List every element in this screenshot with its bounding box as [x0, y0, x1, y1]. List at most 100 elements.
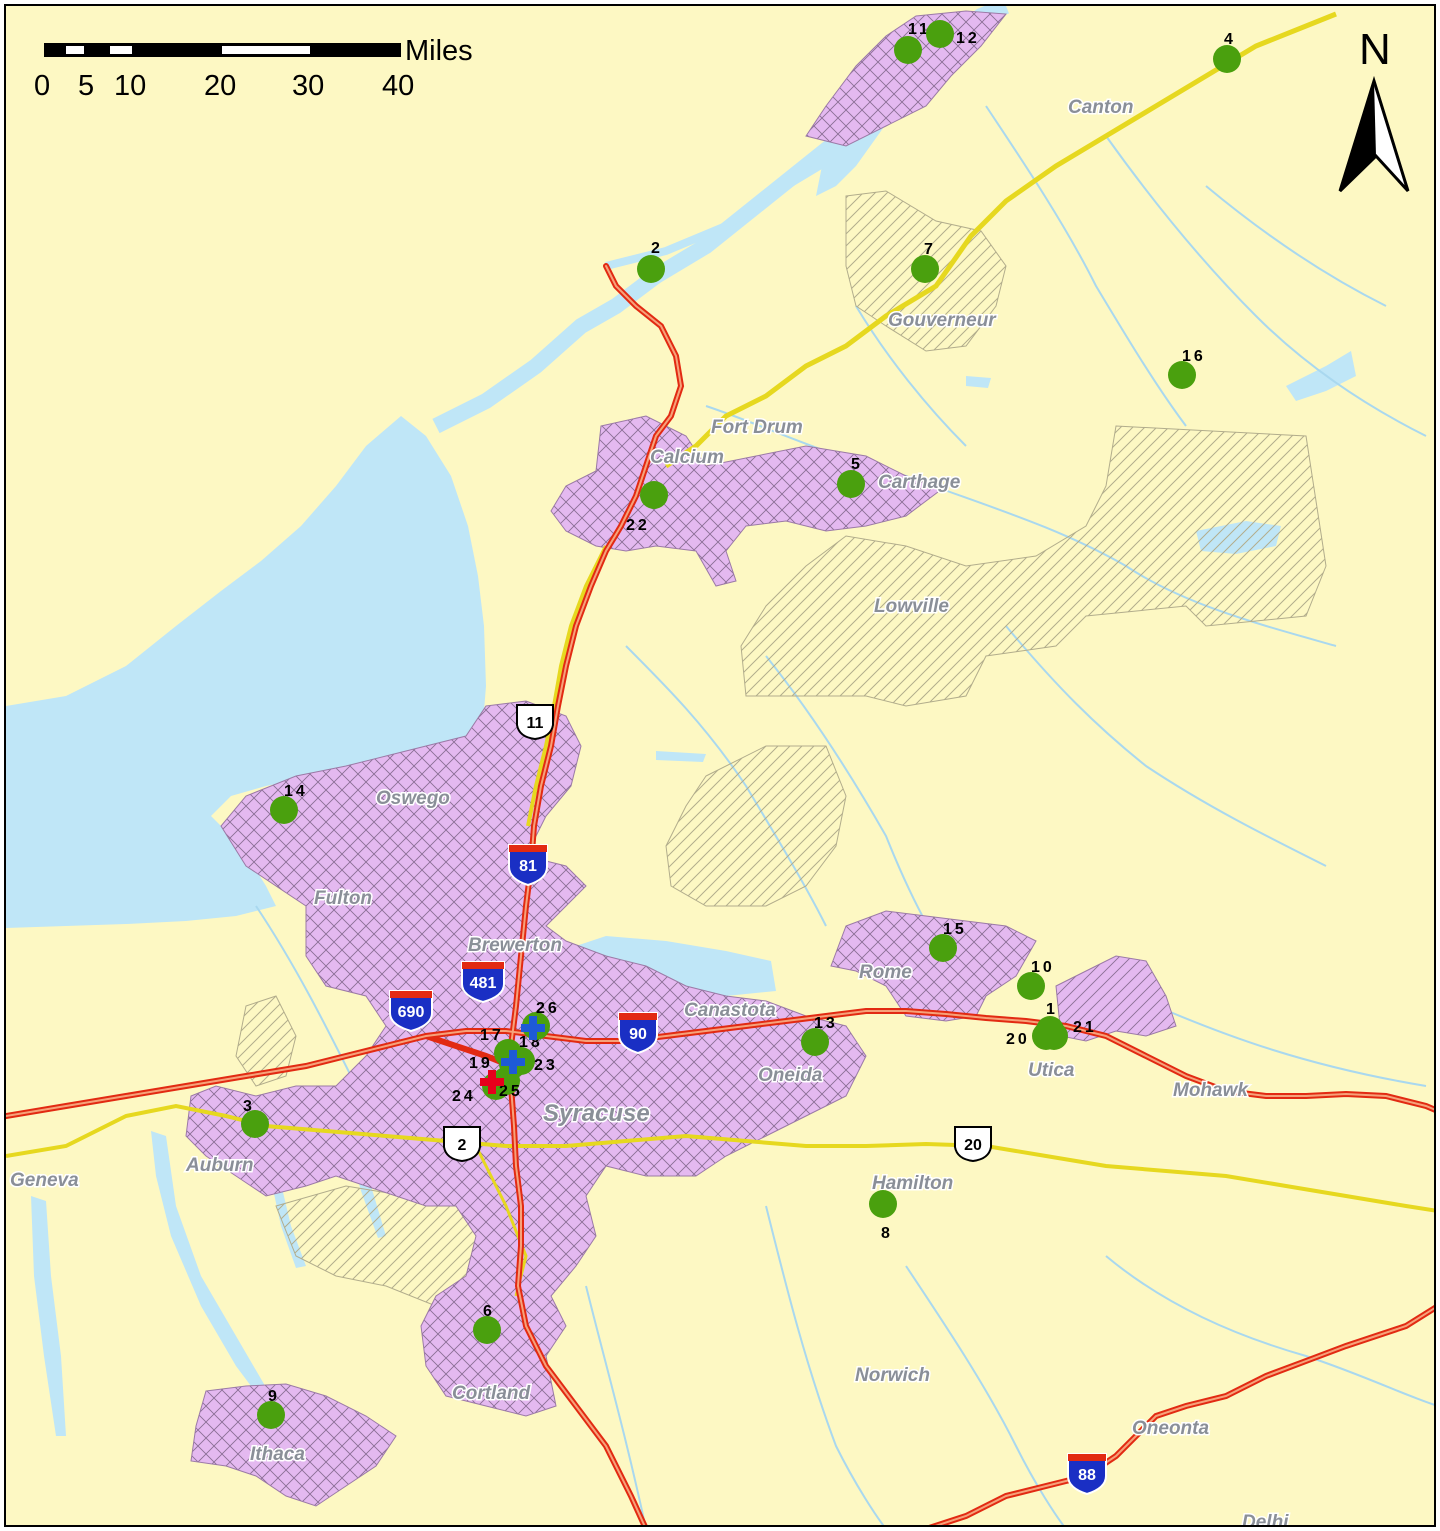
site-marker-4[interactable]: 4: [1213, 31, 1241, 73]
small-lake-2: [656, 751, 706, 762]
site-marker-2[interactable]: 2: [637, 240, 665, 283]
site-marker-9[interactable]: 9: [257, 1388, 285, 1429]
site-dot-icon: [640, 481, 668, 509]
site-dot-icon: [801, 1028, 829, 1056]
site-number-label: 7: [924, 241, 936, 258]
blue-cross-icon[interactable]: [501, 1050, 525, 1074]
site-dot-icon: [1017, 972, 1045, 1000]
shield-label: 88: [1078, 1467, 1096, 1484]
shield-label: 690: [398, 1004, 425, 1021]
lake-ontario: [6, 416, 486, 928]
site-dot-icon: [911, 255, 939, 283]
site-marker-5[interactable]: 5: [837, 456, 865, 498]
place-label-norwich: Norwich: [855, 1365, 930, 1386]
site-marker-8[interactable]: 8: [869, 1190, 897, 1242]
place-label-lowville: Lowville: [874, 596, 949, 617]
blue-cross-icon[interactable]: [521, 1016, 545, 1040]
site-number-label: 6: [483, 1303, 495, 1320]
us-route-shield-20: 20: [954, 1126, 992, 1163]
place-label-oswego: Oswego: [376, 788, 450, 809]
site-marker-12[interactable]: 12: [926, 20, 980, 48]
site-number-label: 9: [268, 1388, 280, 1405]
site-number-label: 5: [851, 456, 863, 473]
site-marker-11[interactable]: 11: [894, 21, 931, 64]
site-number-label: 15: [943, 921, 967, 938]
place-label-canastota: Canastota: [684, 1000, 776, 1021]
site-number-label: 20: [1006, 1031, 1030, 1048]
site-number-label: 23: [534, 1057, 558, 1074]
site-dot-icon: [1168, 361, 1196, 389]
site-marker-3[interactable]: 3: [241, 1098, 269, 1138]
site-number-label: 17: [480, 1027, 504, 1044]
place-label-oneonta: Oneonta: [1132, 1418, 1209, 1439]
place-label-geneva: Geneva: [10, 1170, 79, 1191]
place-label-mohawk: Mohawk: [1173, 1080, 1249, 1101]
site-marker-6[interactable]: 6: [473, 1303, 501, 1344]
site-marker-21[interactable]: 21: [1040, 1019, 1097, 1050]
us-route-shield-2: 2: [443, 1126, 481, 1163]
site-dot-icon: [241, 1110, 269, 1138]
site-dot-icon: [869, 1190, 897, 1218]
site-dot-icon: [473, 1316, 501, 1344]
site-dot-icon: [837, 470, 865, 498]
shield-label: 90: [629, 1026, 647, 1043]
site-number-label: 24: [452, 1088, 476, 1105]
place-label-gouverneur: Gouverneur: [888, 310, 997, 331]
scale-bar: Miles 0 5 10 20 30 40: [34, 35, 473, 102]
interstate-shield-90: 90: [618, 1012, 658, 1055]
scale-tick-20: 20: [204, 70, 236, 102]
seneca-lake: [31, 1196, 66, 1436]
place-label-rome: Rome: [859, 962, 912, 983]
site-number-label: 16: [1182, 348, 1206, 365]
site-number-label: 19: [469, 1055, 493, 1072]
place-label-canton: Canton: [1068, 97, 1133, 118]
place-label-fulton: Fulton: [314, 888, 372, 909]
site-number-label: 26: [536, 1000, 560, 1017]
north-arrow: N: [1338, 25, 1410, 193]
interstates: [6, 263, 1434, 1525]
place-label-carthage: Carthage: [878, 472, 961, 493]
site-dot-icon: [1040, 1022, 1068, 1050]
cayuga-lake: [151, 1131, 271, 1406]
small-lake-1: [966, 376, 991, 388]
site-number-label: 1: [1046, 1001, 1058, 1018]
site-marker-7[interactable]: 7: [911, 241, 939, 283]
place-label-syracuse: Syracuse: [543, 1100, 650, 1127]
shield-label: 11: [527, 715, 544, 732]
site-marker-22[interactable]: 22: [626, 481, 668, 534]
red-cross-icon[interactable]: [480, 1070, 504, 1094]
site-number-label: 3: [243, 1098, 255, 1115]
site-number-label: 22: [626, 517, 650, 534]
site-number-label: 13: [814, 1015, 838, 1032]
site-number-label: 21: [1073, 1019, 1097, 1036]
site-dot-icon: [257, 1401, 285, 1429]
scale-tick-30: 30: [292, 70, 324, 102]
shield-label: 2: [458, 1137, 467, 1154]
site-dot-icon: [894, 36, 922, 64]
site-marker-13[interactable]: 13: [801, 1015, 838, 1056]
place-label-oneida: Oneida: [758, 1065, 823, 1086]
cranberry-lake: [1286, 351, 1356, 401]
site-marker-15[interactable]: 15: [929, 921, 967, 962]
site-number-label: 10: [1031, 959, 1055, 976]
place-label-fort-drum: Fort Drum: [711, 417, 803, 438]
shield-label: 481: [470, 975, 497, 992]
scale-tick-0: 0: [34, 70, 50, 102]
site-marker-10[interactable]: 10: [1017, 959, 1055, 1000]
site-dot-icon: [270, 796, 298, 824]
place-label-ithaca: Ithaca: [250, 1444, 305, 1465]
map-canvas[interactable]: Miles 0 5 10 20 30 40 N 8148169090881120…: [6, 6, 1436, 1527]
scale-tick-10: 10: [114, 70, 146, 102]
site-number-label: 12: [956, 30, 980, 47]
site-dot-icon: [637, 255, 665, 283]
site-number-label: 2: [651, 240, 663, 257]
shield-label: 81: [519, 858, 537, 875]
site-marker-14[interactable]: 14: [270, 783, 308, 824]
site-number-label: 8: [881, 1225, 893, 1242]
interstate-shield-88: 88: [1067, 1453, 1107, 1496]
interstate-shield-690: 690: [389, 990, 433, 1033]
site-marker-16[interactable]: 16: [1168, 348, 1206, 389]
